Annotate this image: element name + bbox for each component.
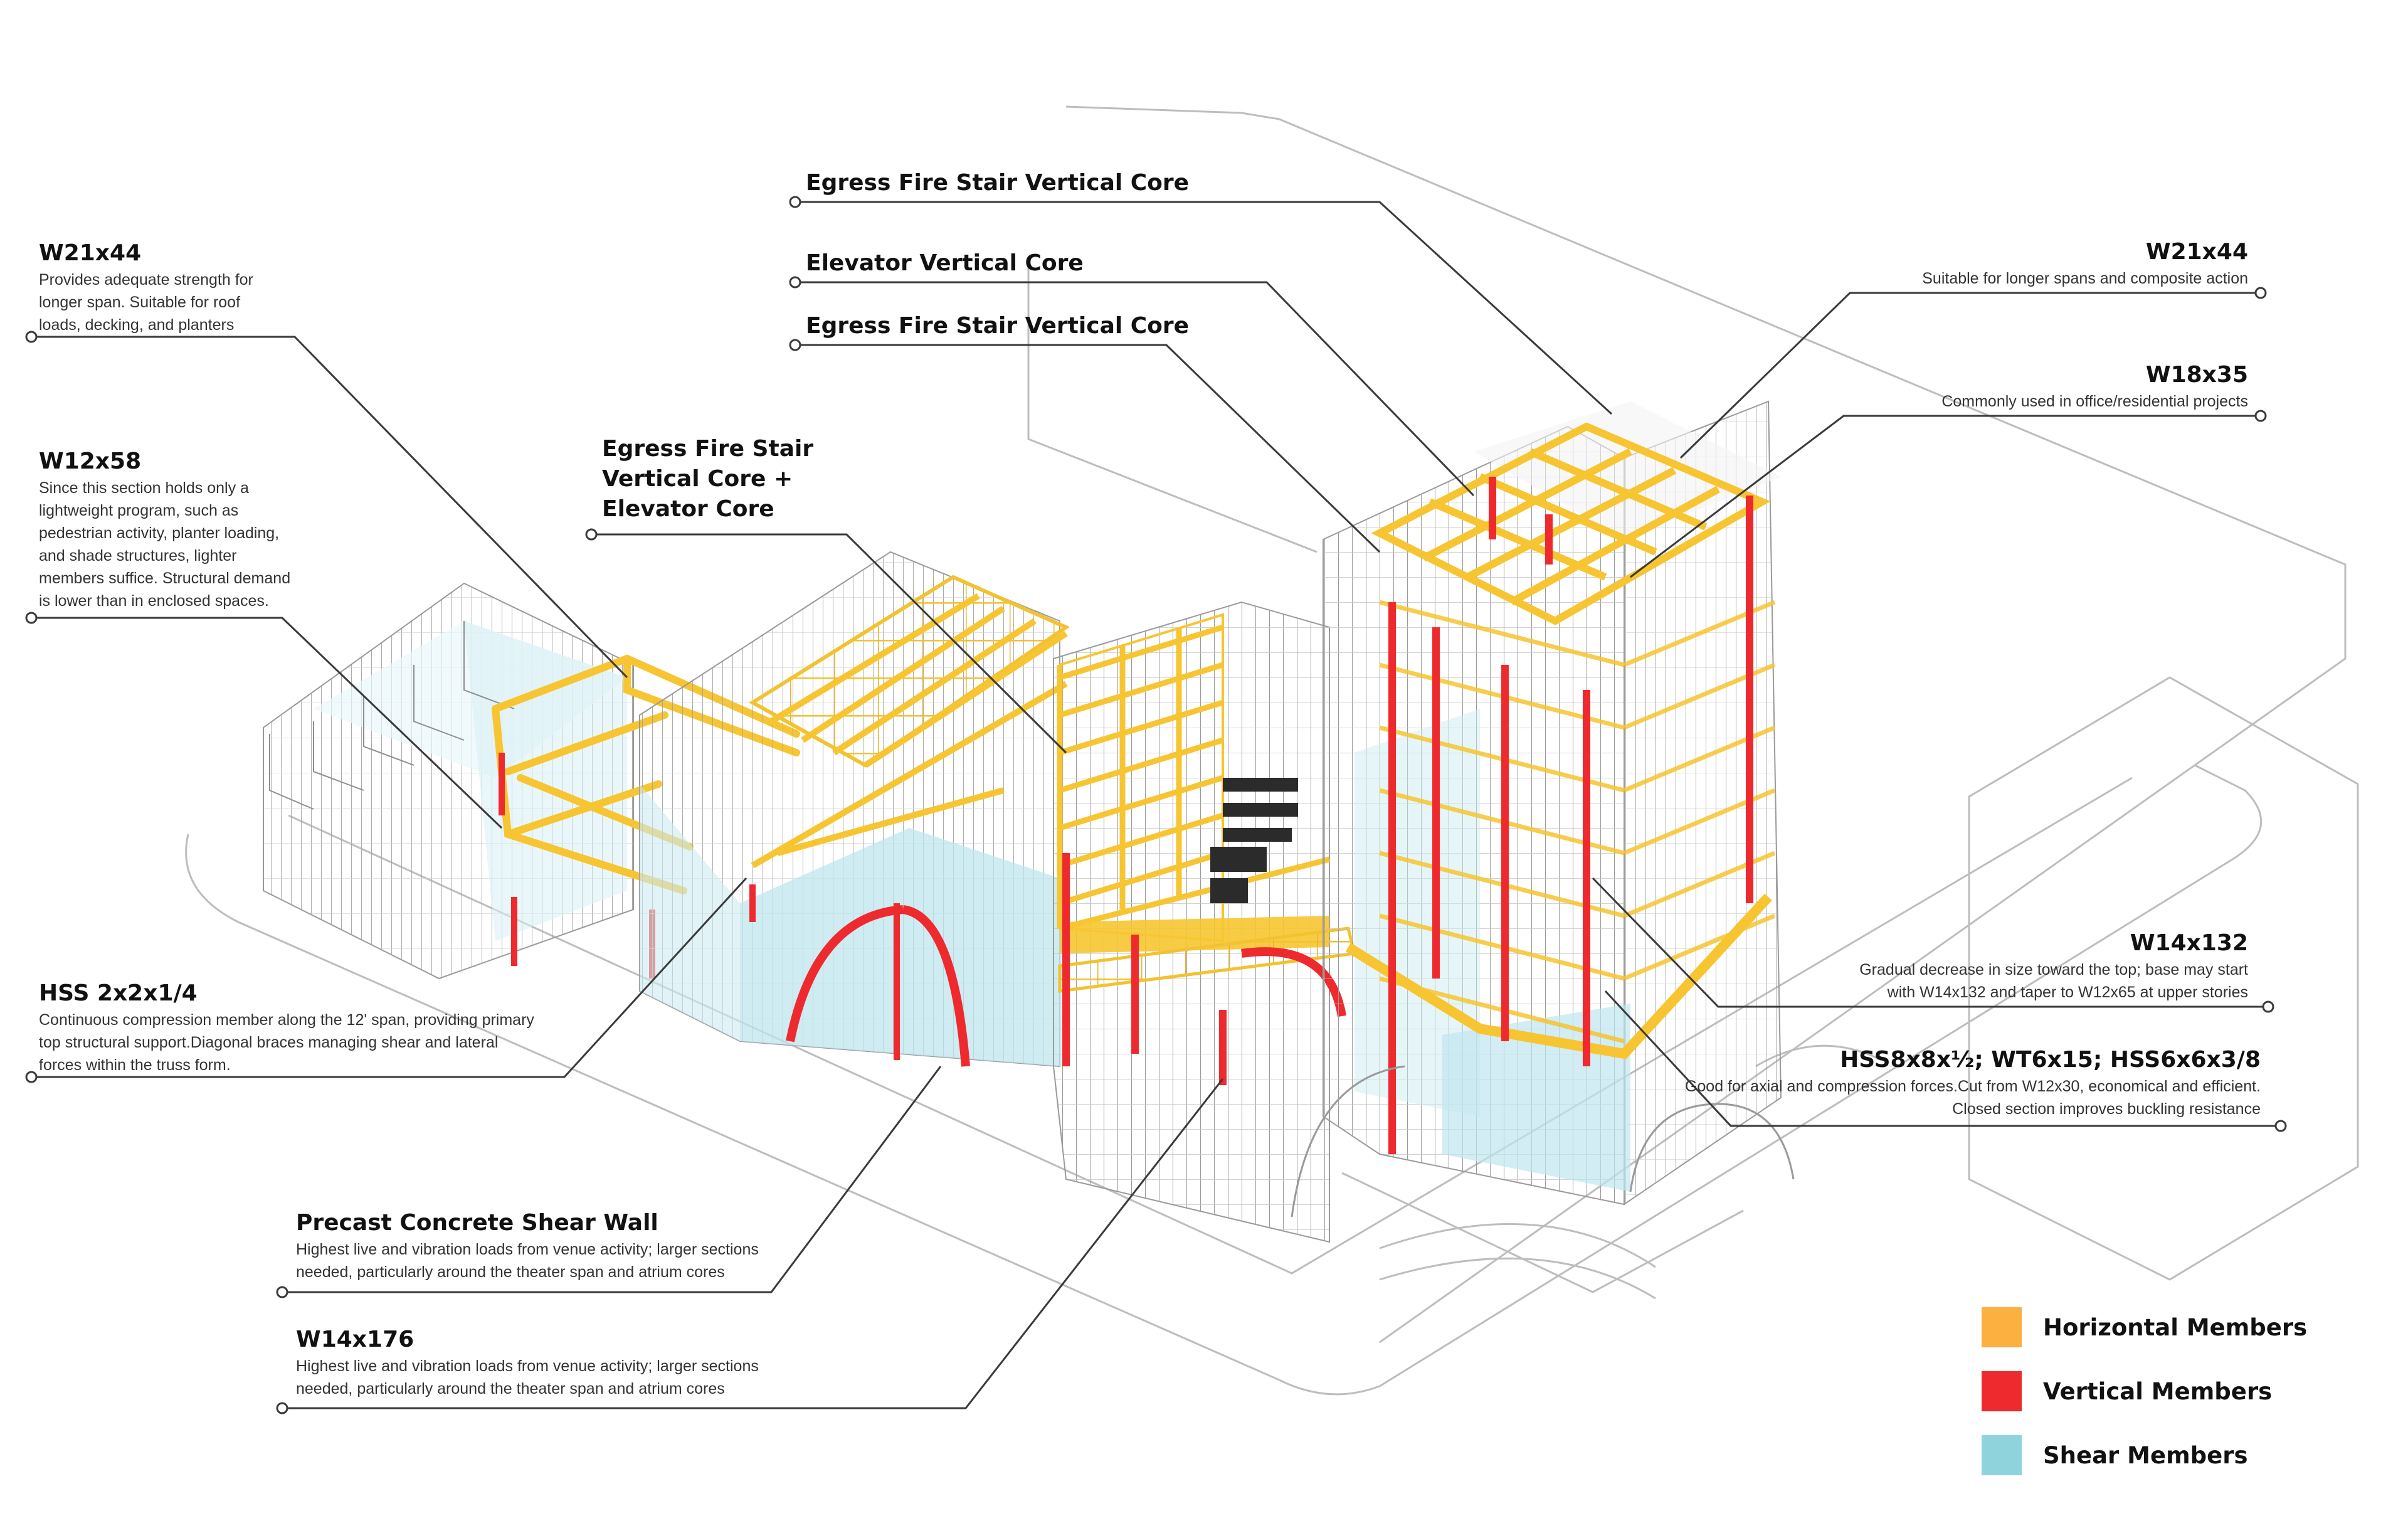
legend-vertical-members: Vertical Members (1982, 1371, 2272, 1411)
legend-label-horizontal: Horizontal Members (2043, 1313, 2308, 1341)
desc-w21x44-left: Provides adequate strength for longer sp… (39, 271, 253, 334)
annotation-hss2x2: HSS 2x2x1/4 Continuous compression membe… (39, 979, 534, 1076)
leader-endpoints (25, 196, 2287, 1414)
label-egress-top: Egress Fire Stair Vertical Core (806, 170, 1190, 196)
label-egress-combo-line1: Egress Fire Stair (602, 436, 814, 462)
desc-w21x44-right: Suitable for longer spans and composite … (1922, 270, 2248, 287)
label-egress-combo: Egress Fire Stair Vertical Core + Elevat… (602, 434, 813, 524)
title-w21x44-right: W21x44 (2145, 239, 2248, 265)
title-w21x44-left: W21x44 (39, 240, 142, 266)
label-egress-combo-line3: Elevator Core (602, 496, 774, 522)
desc-w14x176: Highest live and vibration loads from ve… (296, 1357, 759, 1398)
title-w18x35: W18x35 (2145, 362, 2248, 388)
desc-w14x132: Gradual decrease in size toward the top;… (1859, 961, 2248, 1001)
annotation-w21x44-right: W21x44 Suitable for longer spans and com… (1856, 237, 2248, 290)
legend-label-shear: Shear Members (2043, 1441, 2248, 1469)
title-hss2x2: HSS 2x2x1/4 (39, 980, 198, 1006)
title-w12x58: W12x58 (39, 448, 142, 474)
main-tower (1291, 400, 1795, 1217)
label-egress-combo-line2: Vertical Core + (602, 466, 793, 492)
annotation-w12x58: W12x58 Since this section holds only a l… (39, 447, 296, 612)
title-hss8x8: HSS8x8x½; WT6x15; HSS6x6x3/8 (1840, 1047, 2261, 1073)
annotation-precast-shear-wall: Precast Concrete Shear Wall Highest live… (296, 1208, 791, 1283)
legend-swatch-shear (1982, 1435, 2022, 1475)
annotation-w14x176: W14x176 Highest live and vibration loads… (296, 1325, 791, 1400)
left-terrace-frame (263, 582, 800, 980)
site-ground (185, 105, 2359, 1396)
legend-shear-members: Shear Members (1982, 1435, 2248, 1475)
title-w14x176: W14x176 (296, 1327, 415, 1352)
annotation-w14x132: W14x132 Gradual decrease in size toward … (1844, 928, 2248, 1004)
annotation-w18x35: W18x35 Commonly used in office/residenti… (1856, 360, 2248, 413)
label-egress-mid: Egress Fire Stair Vertical Core (806, 313, 1190, 339)
title-w14x132: W14x132 (2130, 930, 2248, 956)
desc-w18x35: Commonly used in office/residential proj… (1941, 393, 2248, 410)
label-elevator-core: Elevator Vertical Core (806, 250, 1084, 276)
leader-lines (34, 201, 2276, 1409)
annotation-hss8x8: HSS8x8x½; WT6x15; HSS6x6x3/8 Good for ax… (1681, 1045, 2261, 1120)
stair-elevator-tower (1053, 601, 1357, 1243)
desc-precast-shear-wall: Highest live and vibration loads from ve… (296, 1241, 759, 1281)
legend-label-vertical: Vertical Members (2043, 1377, 2273, 1405)
desc-hss2x2: Continuous compression member along the … (39, 1011, 534, 1074)
legend-horizontal-members: Horizontal Members (1982, 1307, 2307, 1347)
desc-w12x58: Since this section holds only a lightwei… (39, 479, 291, 610)
annotation-w21x44-left: W21x44 Provides adequate strength for lo… (39, 238, 277, 336)
legend-swatch-horizontal (1982, 1307, 2022, 1347)
desc-hss8x8: Good for axial and compression forces.Cu… (1684, 1078, 2261, 1118)
title-precast-shear-wall: Precast Concrete Shear Wall (296, 1210, 658, 1236)
legend-swatch-vertical (1982, 1371, 2022, 1411)
theater-truss-volume (639, 551, 1070, 1068)
